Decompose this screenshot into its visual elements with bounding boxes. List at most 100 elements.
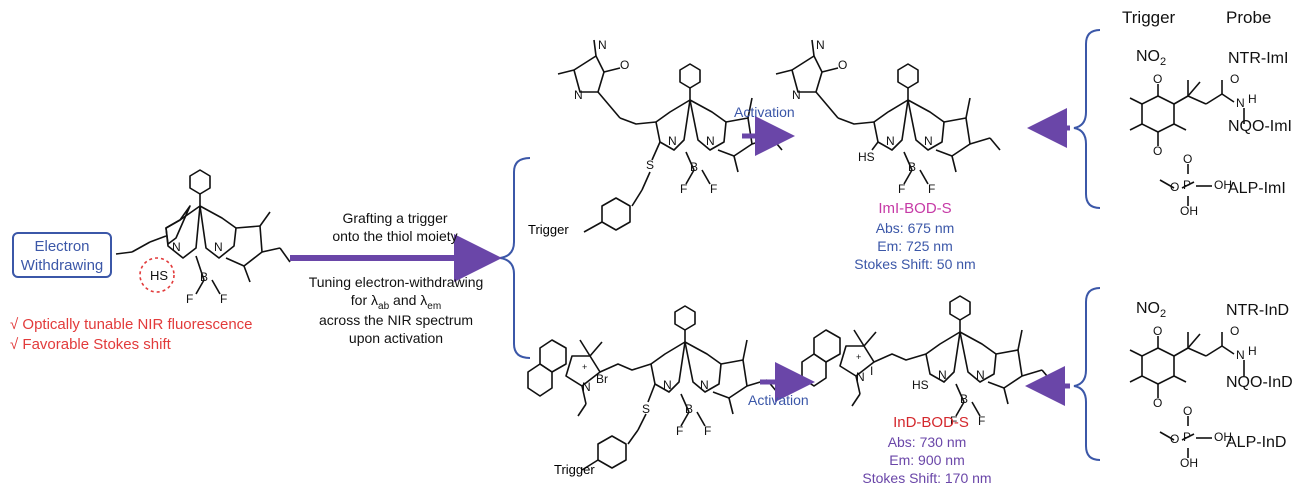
feature-2: √ Favorable Stokes shift <box>10 336 171 353</box>
atom-n: N <box>856 370 865 384</box>
iml-name: ImI-BOD-S <box>878 200 952 217</box>
electron-withdrawing-box: Electron Withdrawing <box>12 232 112 278</box>
molecule-ind-trigger <box>527 305 778 471</box>
atom-b: B <box>685 402 694 416</box>
probe-nqo-ind: NQO-InD <box>1226 374 1293 391</box>
iml-stokes: Stokes Shift: 50 nm <box>854 256 976 272</box>
atom-oh: OH <box>1214 178 1232 192</box>
probe-header: Probe <box>1226 8 1272 27</box>
atom-n: N <box>938 368 947 382</box>
atom-o: O <box>1153 144 1163 158</box>
atom-o: O <box>838 58 848 72</box>
atom-n: N <box>574 88 583 102</box>
atom-n: N <box>663 378 672 392</box>
trigger-bracket-top <box>1073 29 1101 209</box>
atom-n: N <box>172 240 181 254</box>
atom-o: O <box>1153 324 1163 338</box>
trigger-label-top: Trigger <box>528 222 569 237</box>
thiol-label: HS <box>912 378 929 392</box>
trigger-quinone-top <box>1129 80 1245 146</box>
iml-em: Em: 725 nm <box>877 238 953 254</box>
atom-f: F <box>676 424 684 438</box>
nitro-trigger-bottom: NO2 <box>1136 300 1167 321</box>
ind-em: Em: 900 nm <box>889 452 965 468</box>
atom-oh: OH <box>1214 430 1232 444</box>
trigger-phosphate-bottom <box>1159 416 1212 458</box>
atom-n: N <box>1236 96 1245 110</box>
bromide-label: Br <box>596 372 608 386</box>
atom-n: N <box>792 88 801 102</box>
atom-charge-plus: + <box>856 352 862 362</box>
atom-n: N <box>598 38 607 52</box>
atom-n: N <box>816 38 825 52</box>
atom-s: S <box>646 158 655 172</box>
atom-charge-plus: + <box>582 362 588 372</box>
atom-o: O <box>1183 404 1193 418</box>
atom-f: F <box>186 292 194 306</box>
atom-n: N <box>214 240 223 254</box>
grafting-text-1: Grafting a trigger <box>342 210 448 226</box>
nitro-trigger-top: NO2 <box>1136 48 1167 69</box>
ewg-line-1: Electron <box>34 238 90 255</box>
iml-abs: Abs: 675 nm <box>875 220 955 236</box>
atom-p: P <box>1183 430 1192 444</box>
atom-h: H <box>1248 344 1257 358</box>
atom-oh: OH <box>1180 456 1198 470</box>
probe-alp-ind: ALP-InD <box>1226 434 1287 451</box>
atom-f: F <box>680 182 688 196</box>
tuning-text-4: upon activation <box>348 330 444 346</box>
probe-ntr-iml: NTR-ImI <box>1228 50 1289 67</box>
tuning-text-1: Tuning electron-withdrawing <box>308 274 484 290</box>
activation-label-bottom: Activation <box>748 392 809 408</box>
tuning-text-2: for λab and λem <box>350 292 442 312</box>
atom-f: F <box>898 182 906 196</box>
atom-n: N <box>582 380 591 394</box>
atom-b: B <box>908 160 917 174</box>
iodide-label: I <box>870 364 874 378</box>
grafting-text-2: onto the thiol moiety <box>332 228 458 244</box>
tuning-text-3: across the NIR spectrum <box>318 312 474 328</box>
scaffold-bodipy <box>115 169 291 295</box>
probe-nqo-iml: NQO-ImI <box>1228 118 1292 135</box>
ind-stokes: Stokes Shift: 170 nm <box>862 470 992 486</box>
thiol-label: HS <box>150 268 169 283</box>
atom-n: N <box>924 134 933 148</box>
atom-f: F <box>220 292 228 306</box>
atom-f: F <box>928 182 936 196</box>
atom-o: O <box>1153 72 1163 86</box>
atom-s: S <box>642 402 651 416</box>
atom-f: F <box>950 414 958 428</box>
trigger-phosphate-top <box>1159 164 1212 206</box>
atom-oh: OH <box>1180 204 1198 218</box>
feature-1: √ Optically tunable NIR fluorescence <box>10 316 253 333</box>
atom-o: O <box>1170 180 1180 194</box>
ewg-line-2: Withdrawing <box>20 257 104 274</box>
atom-o: O <box>1183 152 1193 166</box>
atom-o: O <box>1230 324 1240 338</box>
activation-label-top: Activation <box>734 104 795 120</box>
trigger-quinone-bottom <box>1129 332 1245 398</box>
ind-abs: Abs: 730 nm <box>887 434 967 450</box>
ind-name: InD-BOD-S <box>893 414 969 431</box>
atom-o: O <box>620 58 630 72</box>
atom-o: O <box>1230 72 1240 86</box>
trigger-header: Trigger <box>1122 8 1176 27</box>
atom-n: N <box>886 134 895 148</box>
atom-b: B <box>960 392 969 406</box>
atom-p: P <box>1183 178 1192 192</box>
atom-h: H <box>1248 92 1257 106</box>
trigger-bracket-bottom <box>1073 287 1101 461</box>
atom-n: N <box>976 368 985 382</box>
probe-alp-iml: ALP-ImI <box>1228 180 1286 197</box>
atom-o: O <box>1153 396 1163 410</box>
atom-n: N <box>706 134 715 148</box>
atom-b: B <box>200 270 209 284</box>
atom-o: O <box>1170 432 1180 446</box>
thiol-highlight-circle <box>139 257 175 293</box>
molecule-ind-bod-s <box>801 295 1053 417</box>
atom-n: N <box>700 378 709 392</box>
thiol-label: HS <box>858 150 875 164</box>
atom-n: N <box>1236 348 1245 362</box>
molecule-iml-bod-s <box>775 39 1001 185</box>
atom-b: B <box>690 160 699 174</box>
